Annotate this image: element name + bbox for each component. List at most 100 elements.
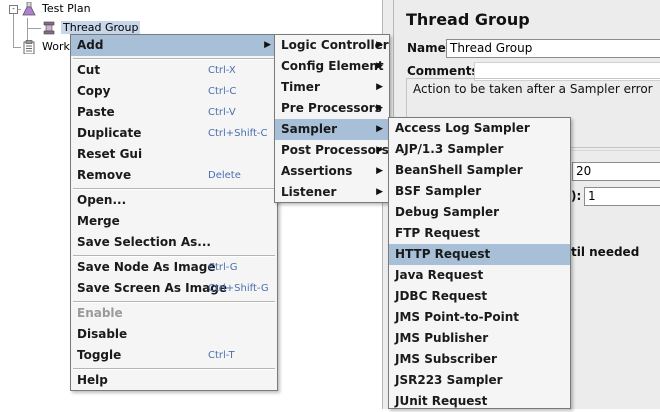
menu-item-toggle[interactable]: Toggle Ctrl-T [71, 345, 277, 366]
menu-item-shortcut: Ctrl+Shift-C [208, 128, 268, 139]
menu-item-label: Remove [77, 168, 132, 182]
menu-item-label: BeanShell Sampler [395, 163, 523, 177]
arrow-right-icon: ▶ [376, 187, 383, 197]
loop-count-field[interactable]: 1 [584, 187, 660, 206]
menu-item-logic-controller[interactable]: Logic Controller▶ [275, 35, 389, 56]
menu-separator [73, 188, 275, 190]
menu-item-merge[interactable]: Merge [71, 211, 277, 232]
menu-item-shortcut: Ctrl-V [208, 107, 236, 118]
menu-item-http-request[interactable]: HTTP Request [389, 244, 570, 265]
tree-node-thread-group[interactable]: Thread Group [61, 19, 141, 37]
menu-item-label: Post Processors [281, 143, 389, 157]
tree-expand-handle[interactable]: - [9, 5, 18, 14]
page-title: Thread Group [406, 10, 530, 29]
menu-item-sampler[interactable]: Sampler▶ [275, 119, 389, 140]
menu-separator [73, 301, 275, 303]
menu-item-bsf-sampler[interactable]: BSF Sampler [389, 181, 570, 202]
menu-item-label: BSF Sampler [395, 184, 482, 198]
clipboard-icon [22, 40, 36, 55]
menu-item-label: JMS Publisher [395, 331, 489, 345]
tree-node-label: Thread Group [61, 21, 141, 34]
name-field[interactable]: Thread Group [446, 39, 660, 58]
menu-item-label: Disable [77, 327, 128, 341]
menu-item-label: Sampler [281, 122, 338, 136]
menu-item-listener[interactable]: Listener ▶ [275, 182, 389, 203]
tree-node-workbench[interactable]: WorkB [42, 38, 77, 56]
menu-item-jms-subscriber[interactable]: JMS Subscriber [389, 349, 570, 370]
menu-separator [73, 255, 275, 257]
menu-item-label: Save Node As Image [77, 260, 216, 274]
menu-item-config-element[interactable]: Config Element▶ [275, 56, 389, 77]
loop-count-label: ): [571, 189, 582, 203]
arrow-right-icon: ▶ [376, 145, 383, 155]
menu-item-open[interactable]: Open... [71, 190, 277, 211]
arrow-right-icon: ▶ [376, 61, 383, 71]
spool-icon [42, 21, 56, 35]
menu-item-label: Save Screen As Image [77, 281, 227, 295]
tree-node-label: WorkB [42, 40, 78, 53]
tree-node-test-plan[interactable]: Test Plan [42, 0, 91, 18]
menu-item-help[interactable]: Help [71, 370, 277, 391]
menu-item-label: Timer [281, 80, 320, 94]
menu-item-label: Logic Controller [281, 38, 389, 52]
menu-separator [73, 58, 275, 60]
menu-item-java-request[interactable]: Java Request [389, 265, 570, 286]
tree-connector [13, 9, 14, 48]
menu-item-timer[interactable]: Timer ▶ [275, 77, 389, 98]
menu-item-label: Listener [281, 185, 337, 199]
menu-item-post-processors[interactable]: Post Processors▶ [275, 140, 389, 161]
menu-item-label: JMS Point-to-Point [395, 310, 520, 324]
menu-item-enable[interactable]: Enable [71, 303, 277, 324]
tree-connector [27, 28, 41, 29]
menu-item-disable[interactable]: Disable [71, 324, 277, 345]
menu-item-ajp-1-3-sampler[interactable]: AJP/1.3 Sampler [389, 139, 570, 160]
number-of-threads-field[interactable]: 20 [572, 162, 660, 181]
menu-item-junit-request[interactable]: JUnit Request [389, 391, 570, 412]
menu-item-beanshell-sampler[interactable]: BeanShell Sampler [389, 160, 570, 181]
menu-item-label: Config Element [281, 59, 384, 73]
menu-item-shortcut: Ctrl-C [208, 86, 237, 97]
arrow-right-icon: ▶ [264, 40, 271, 50]
menu-item-label: FTP Request [395, 226, 480, 240]
delay-thread-creation-label: til needed [571, 245, 640, 259]
menu-item-shortcut: Ctrl+Shift-G [208, 283, 269, 294]
menu-item-label: Toggle [77, 348, 122, 362]
menu-item-debug-sampler[interactable]: Debug Sampler [389, 202, 570, 223]
menu-item-pre-processors[interactable]: Pre Processors▶ [275, 98, 389, 119]
menu-item-access-log-sampler[interactable]: Access Log Sampler [389, 118, 570, 139]
menu-item-label: HTTP Request [395, 247, 491, 261]
menu-item-label: Paste [77, 105, 115, 119]
name-label: Name: [407, 41, 451, 55]
comments-field[interactable] [474, 62, 660, 81]
menu-separator [73, 368, 275, 370]
arrow-right-icon: ▶ [376, 82, 383, 92]
menu-item-label: JMS Subscriber [395, 352, 497, 366]
arrow-right-icon: ▶ [376, 40, 383, 50]
menu-item-jsr223-sampler[interactable]: JSR223 Sampler [389, 370, 570, 391]
menu-item-paste[interactable]: Paste Ctrl-V [71, 102, 277, 123]
sampler-error-label: Action to be taken after a Sampler error [413, 82, 653, 96]
menu-item-add[interactable]: Add▶ [71, 35, 277, 56]
tree-node-label: Test Plan [42, 2, 91, 15]
menu-item-label: Duplicate [77, 126, 142, 140]
menu-item-label: Assertions [281, 164, 353, 178]
menu-item-jms-publisher[interactable]: JMS Publisher [389, 328, 570, 349]
menu-item-ftp-request[interactable]: FTP Request [389, 223, 570, 244]
menu-item-shortcut: Ctrl-G [208, 262, 238, 273]
menu-item-save-selection-as[interactable]: Save Selection As... [71, 232, 277, 253]
menu-item-duplicate[interactable]: Duplicate Ctrl+Shift-C [71, 123, 277, 144]
menu-item-label: Cut [77, 63, 101, 77]
menu-item-label: Merge [77, 214, 120, 228]
menu-item-jdbc-request[interactable]: JDBC Request [389, 286, 570, 307]
flask-icon [22, 1, 36, 16]
menu-item-reset-gui[interactable]: Reset Gui [71, 144, 277, 165]
menu-item-assertions[interactable]: Assertions▶ [275, 161, 389, 182]
menu-item-jms-point-to-point[interactable]: JMS Point-to-Point [389, 307, 570, 328]
menu-item-shortcut: Ctrl-T [208, 350, 235, 361]
menu-item-label: Java Request [395, 268, 484, 282]
